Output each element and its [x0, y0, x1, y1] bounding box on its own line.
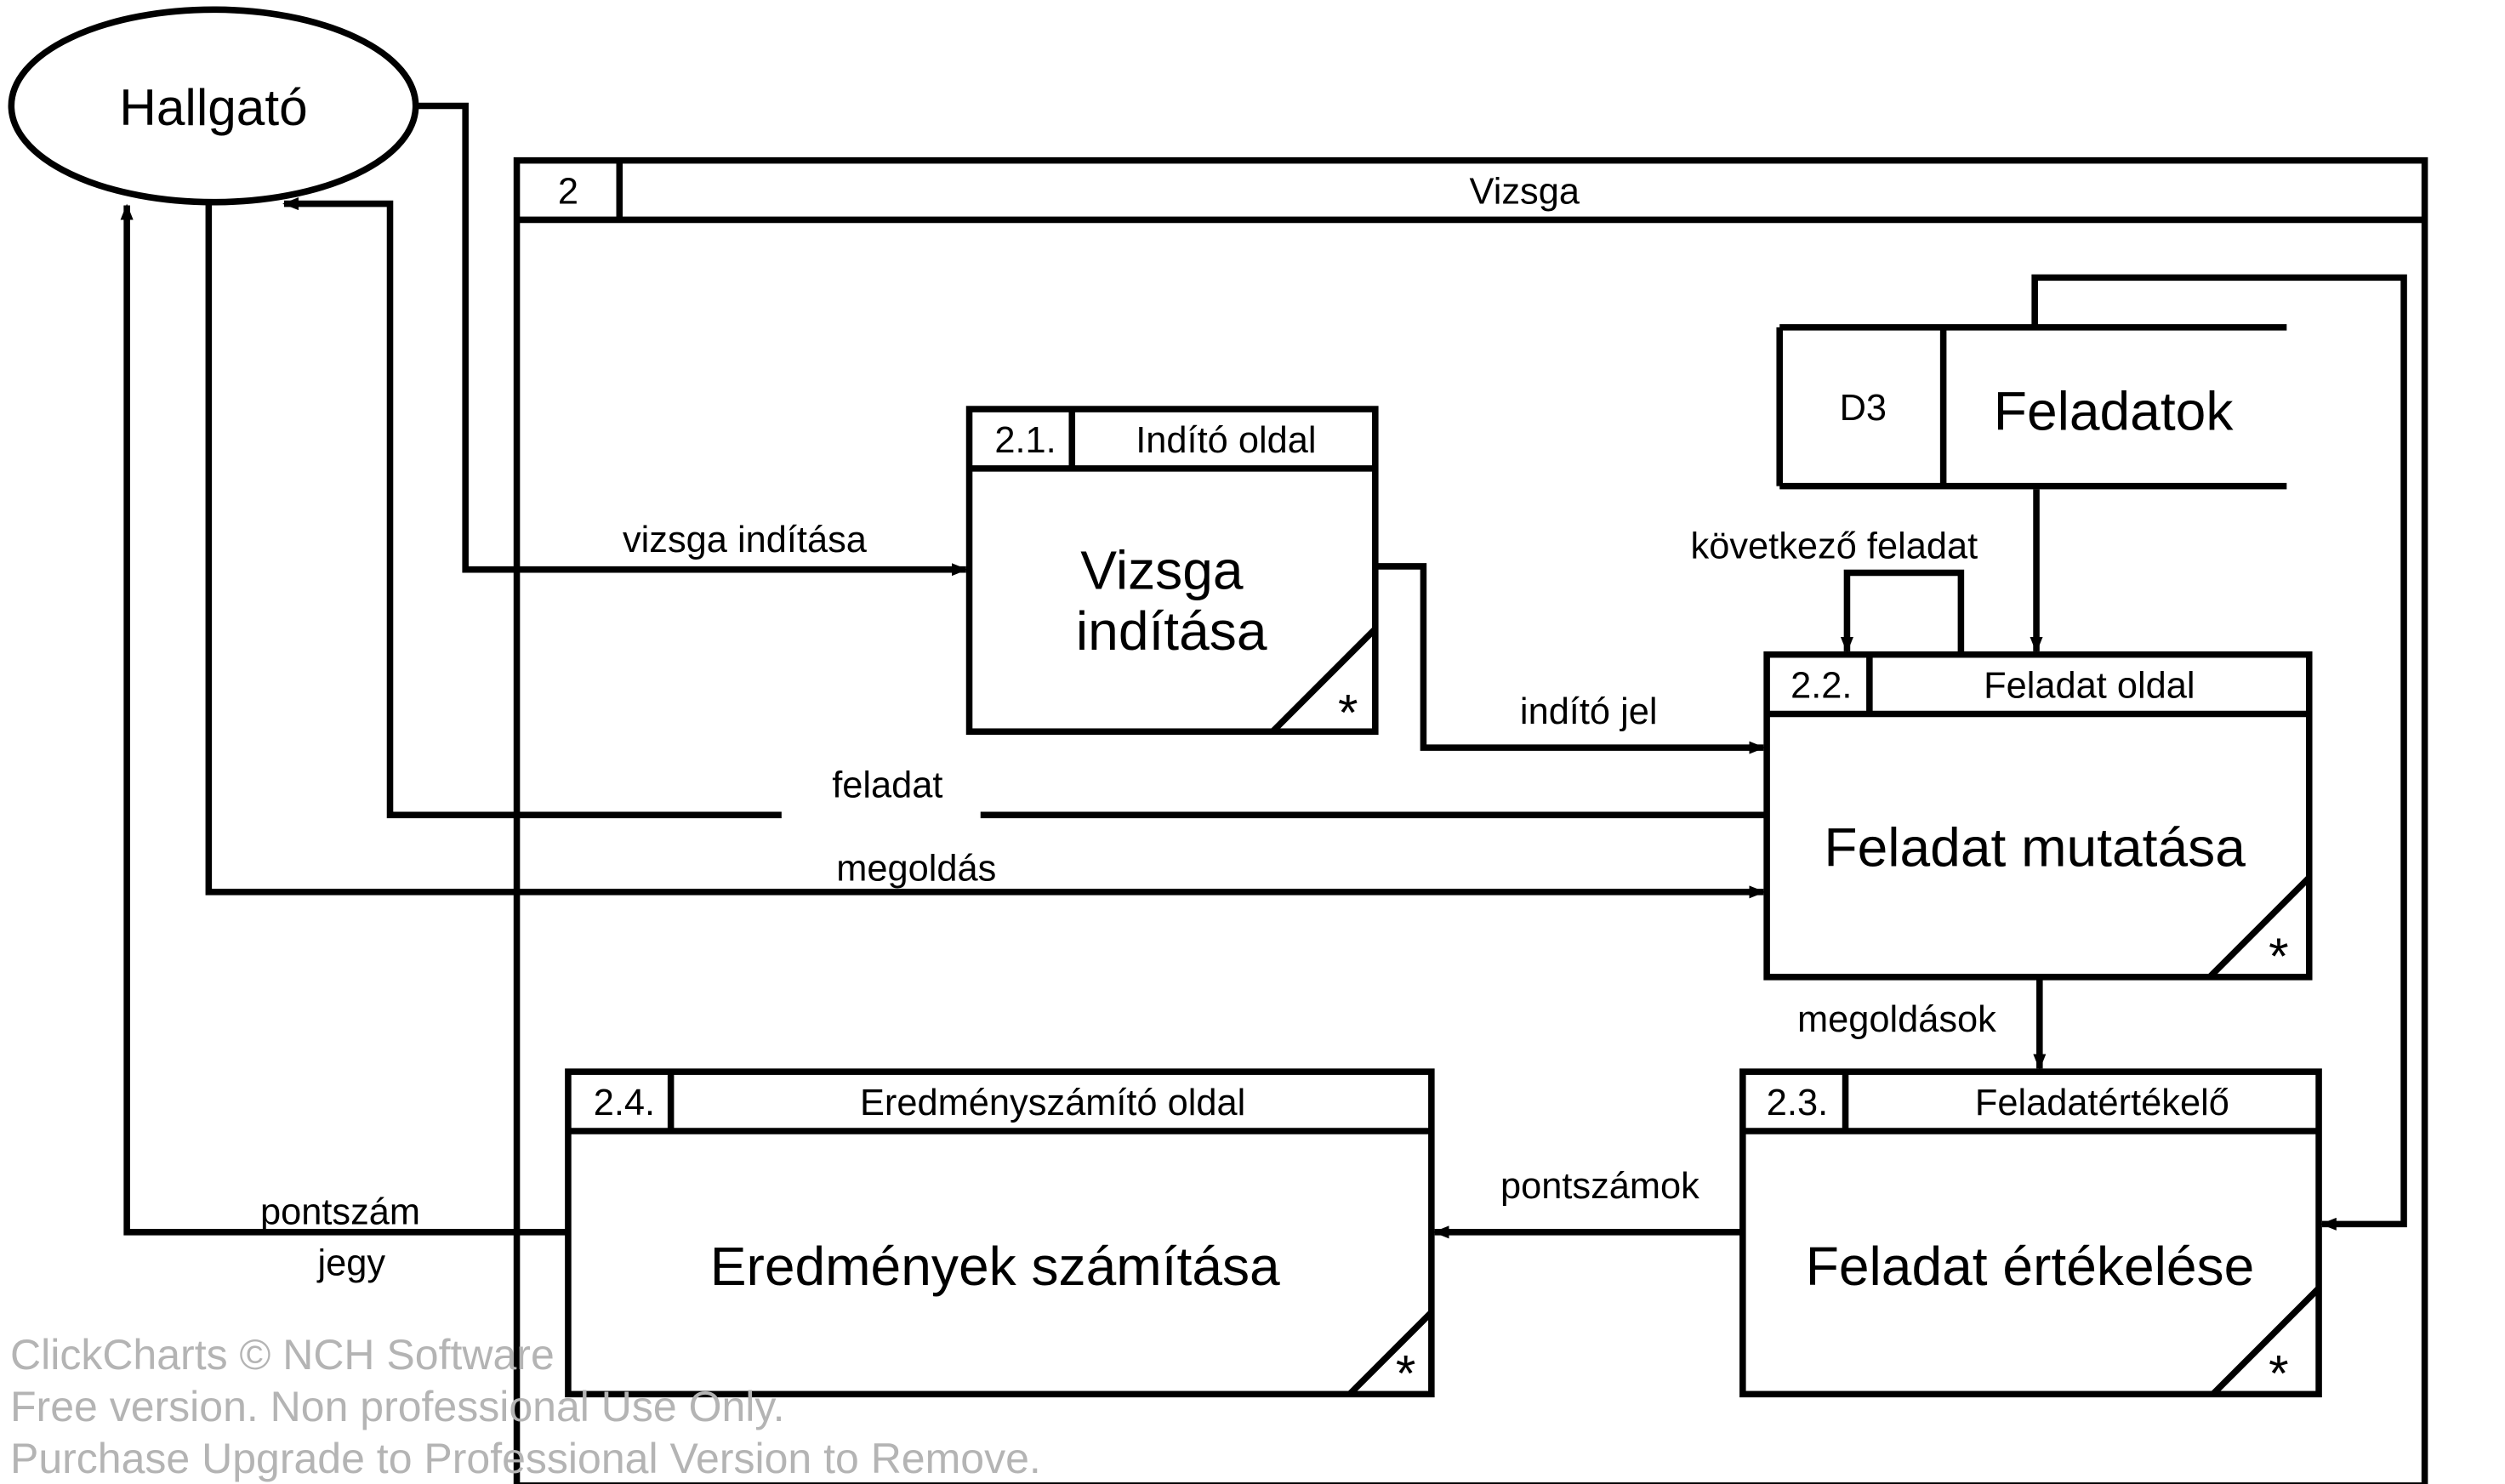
flow-feladat[interactable]: [282, 197, 1768, 819]
flow-label-vizsga-inditasa: vizsga indítása: [623, 520, 868, 560]
process-2-3-marker: *: [2269, 1345, 2289, 1402]
process-2-4-location: Eredményszámító oldal: [860, 1083, 1245, 1123]
flow-vizsga-inditasa[interactable]: [415, 102, 968, 577]
process-2-1-id: 2.1.: [994, 420, 1056, 461]
process-2-1-location: Indító oldal: [1136, 420, 1316, 461]
flow-megoldas[interactable]: [205, 202, 1766, 899]
feladat-label-gap: [781, 806, 981, 823]
external-entity-label: Hallgató: [119, 78, 307, 136]
flow-label-megoldas: megoldás: [836, 849, 996, 890]
flow-label-pontszamok: pontszámok: [1500, 1166, 1699, 1207]
process-2-4-name: Eredmények számítása: [710, 1236, 1280, 1297]
flow-label-feladat: feladat: [832, 765, 942, 806]
vizsga-frame: [513, 156, 2428, 1484]
process-2-4-id: 2.4.: [594, 1083, 655, 1123]
frame-id: 2: [558, 172, 578, 213]
process-2-3-location: Feladatértékelő: [1975, 1083, 2229, 1123]
flow-pontszam-jegy[interactable]: [120, 203, 568, 1236]
frame-title: Vizsga: [1470, 172, 1580, 213]
process-2-1-name-line2: indítása: [1076, 600, 1267, 662]
flow-label-megoldasok: megoldások: [1797, 999, 1996, 1040]
process-2-1-name-line1: Vizsga: [1080, 539, 1244, 600]
process-2-3-name: Feladat értékelése: [1806, 1236, 2255, 1297]
flow-datastore-to-2-3[interactable]: [2031, 274, 2407, 1231]
flow-label-indito-jel: indító jel: [1520, 691, 1658, 732]
flow-label-jegy: jegy: [316, 1243, 385, 1284]
process-2-2-name: Feladat mutatása: [1824, 817, 2246, 878]
process-2-4-marker: *: [1396, 1345, 1416, 1402]
flow-kovetkezo-feladat[interactable]: [1840, 569, 1965, 655]
datastore-id: D3: [1840, 388, 1887, 429]
watermark-line-3: Purchase Upgrade to Professional Version…: [10, 1435, 1041, 1482]
process-2-2-location: Feladat oldal: [1984, 666, 2195, 707]
process-2-2-marker: *: [2269, 927, 2289, 985]
process-2-1[interactable]: [965, 406, 1379, 736]
watermark-line-2: Free version. Non professional Use Only.: [10, 1383, 785, 1430]
flow-label-pontszam: pontszám: [260, 1191, 420, 1232]
process-2-3-id: 2.3.: [1767, 1083, 1828, 1123]
watermark-line-1: ClickCharts © NCH Software: [10, 1331, 555, 1379]
process-2-1-marker: *: [1338, 683, 1358, 741]
flow-label-kovetkezo-feladat: következő feladat: [1691, 526, 1978, 566]
process-2-2-id: 2.2.: [1791, 666, 1852, 707]
flow-indito-jel[interactable]: [1375, 563, 1766, 754]
datastore-name: Feladatok: [1994, 381, 2235, 442]
